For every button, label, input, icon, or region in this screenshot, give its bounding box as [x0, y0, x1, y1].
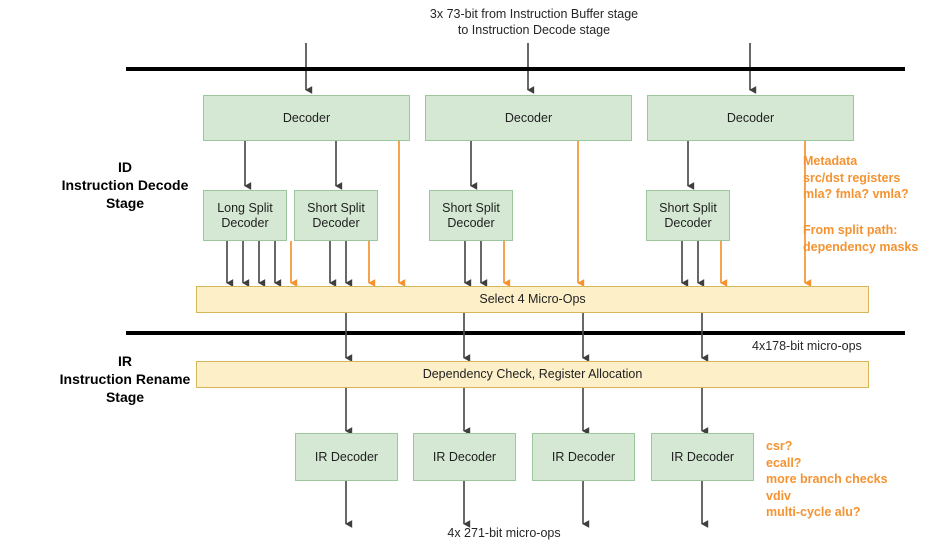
top-caption: 3x 73-bit from Instruction Buffer stage … — [429, 7, 639, 37]
decoder-to-split-arrows — [244, 141, 695, 190]
midstage-caption: 4x178-bit micro-ops — [752, 339, 862, 353]
dependency-to-ir-decoder-arrows — [345, 388, 709, 435]
short-split-3-output-arrows — [681, 241, 705, 287]
annotation-ir-questions: csr? ecall? more branch checks vdiv mult… — [766, 439, 888, 519]
stage-label-id: ID Instruction Decode Stage — [61, 159, 189, 212]
decoder-box-1[interactable]: Decoder — [203, 95, 410, 141]
short-split-2-output-arrows — [464, 241, 488, 287]
dependency-check-bar[interactable]: Dependency Check, Register Allocation — [196, 361, 869, 388]
short-split-decoder-box-2[interactable]: Short Split Decoder — [429, 190, 513, 241]
stage-label-ir: IR Instruction Rename Stage — [59, 353, 191, 406]
decoder-box-3[interactable]: Decoder — [647, 95, 854, 141]
annotation-split-path: From split path: dependency masks — [803, 223, 919, 254]
decoder-metadata-orange-lines — [398, 141, 812, 287]
ir-decoder-box-3[interactable]: IR Decoder — [532, 433, 635, 481]
ir-decoder-box-4[interactable]: IR Decoder — [651, 433, 754, 481]
bottom-caption: 4x 271-bit micro-ops — [447, 526, 561, 540]
select-to-dependency-arrows — [345, 313, 709, 362]
long-split-decoder-box[interactable]: Long Split Decoder — [203, 190, 287, 241]
short-split-decoder-box-1[interactable]: Short Split Decoder — [294, 190, 378, 241]
annotation-metadata: Metadata src/dst registers mla? fmla? vm… — [803, 154, 909, 201]
short-split-1-output-arrows — [329, 241, 353, 287]
long-split-output-arrows — [226, 241, 282, 287]
short-split-decoder-box-3[interactable]: Short Split Decoder — [646, 190, 730, 241]
ir-decoder-box-1[interactable]: IR Decoder — [295, 433, 398, 481]
ir-decoder-output-arrows — [345, 481, 709, 528]
decoder-box-2[interactable]: Decoder — [425, 95, 632, 141]
select-micro-ops-bar[interactable]: Select 4 Micro-Ops — [196, 286, 869, 313]
ir-decoder-box-2[interactable]: IR Decoder — [413, 433, 516, 481]
input-feed-arrows — [305, 43, 757, 94]
